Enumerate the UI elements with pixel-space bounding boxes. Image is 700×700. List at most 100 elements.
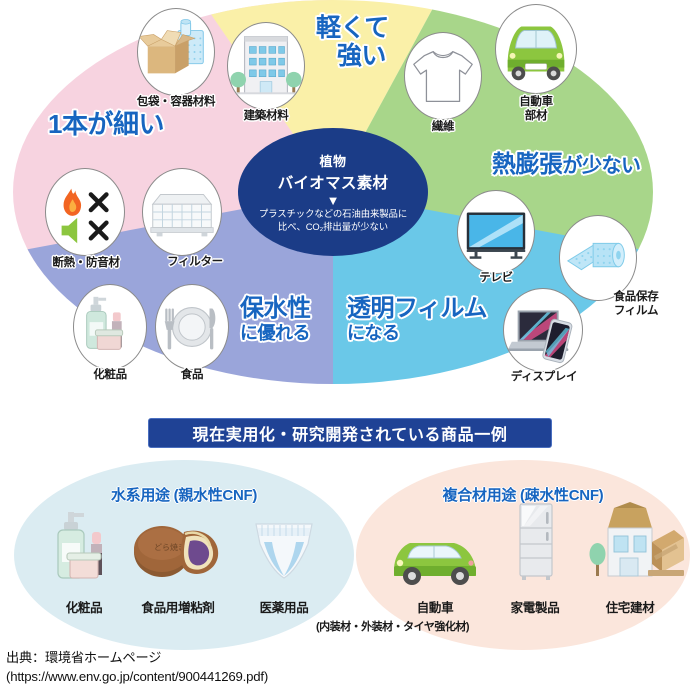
- car-icon: [507, 26, 565, 81]
- bubble-label-food-film: 食品保存 フィルム: [584, 291, 688, 319]
- source-line2: (https://www.env.go.jp/content/900441269…: [6, 669, 269, 685]
- bottom-item-thickener-label-text: 食品用増粘剤: [141, 601, 215, 615]
- bottom-item-medical: 医薬用品: [232, 510, 336, 616]
- bubble-label-auto-line1: 自動車: [519, 96, 553, 108]
- hydrophilic-cnf-group: 水系用途 (親水性CNF) 化粧品: [14, 460, 354, 650]
- tshirt-icon: [413, 51, 473, 102]
- bubble-filter: [142, 168, 222, 256]
- bottom-item-housing-label-text: 住宅建材: [605, 601, 655, 615]
- segment-label-transparent-sub: になる: [347, 322, 400, 343]
- diaper-icon: [255, 523, 313, 579]
- segment-label-strong-text: 強い: [336, 42, 387, 70]
- source-citation: 出典：環境省ホームページ (https://www.env.go.jp/cont…: [6, 648, 268, 686]
- bottom-item-housing: 住宅建材: [574, 498, 686, 616]
- bubble-fiber: [404, 32, 482, 120]
- bubble-label-cosmetics-text: 化粧品: [93, 369, 127, 381]
- source-line1: 出典：環境省ホームページ: [6, 650, 162, 665]
- bubble-label-auto-parts: 自動車 部材: [488, 96, 584, 123]
- bubble-label-building-text: 建築材料: [243, 110, 289, 122]
- building-icon: [229, 36, 303, 95]
- cosmetics-bottles-icon: [57, 512, 102, 579]
- bubble-tv: [457, 190, 535, 274]
- cosmetics-icon: [86, 296, 124, 350]
- bubble-label-insulation: 断熱・防音材: [30, 257, 142, 270]
- bubble-display: [503, 288, 583, 372]
- bubble-building: [227, 22, 305, 110]
- cnf-properties-wheel: 1本が細い 軽くて 強い 熱膨張が少ない 透明フィルム になる 保水性 に優れる…: [13, 0, 688, 384]
- segment-label-thin: 1本が細い: [48, 109, 164, 139]
- refrigerator-icon: [519, 503, 553, 580]
- plastic-wrap-roll-icon: [566, 242, 625, 271]
- bubble-label-display-text: ディスプレイ: [510, 371, 578, 383]
- hydrophobic-cnf-title-text: 複合材用途 (疎水性CNF): [442, 487, 604, 504]
- svg-text:どら焼き: どら焼き: [154, 543, 186, 552]
- bubble-label-display: ディスプレイ: [494, 371, 594, 384]
- hydrophobic-cnf-note: (内装材・外装材・タイヤ強化材): [316, 618, 470, 634]
- segment-label-transparent-text: 透明フィルム: [347, 295, 488, 322]
- bubble-label-food-text: 食品: [180, 369, 204, 381]
- hydrophobic-cnf-group: 複合材用途 (疎水性CNF) 自動車: [356, 460, 690, 650]
- bottom-item-medical-label-text: 医薬用品: [259, 601, 309, 615]
- segment-label-light-strong: 軽くて 強い: [316, 14, 389, 70]
- bottom-item-thickener-label: 食品用増粘剤: [118, 597, 238, 616]
- hydrophobic-cnf-note-text: (内装材・外装材・タイヤ強化材): [316, 621, 470, 633]
- bubble-label-filter-text: フィルター: [167, 256, 223, 268]
- bubble-label-tv: テレビ: [460, 272, 532, 285]
- bubble-label-tv-text: テレビ: [479, 272, 513, 284]
- bottom-item-automobile-label: 自動車: [380, 597, 490, 616]
- bubble-label-cosmetics: 化粧品: [68, 369, 152, 382]
- bottom-item-thickener: どら焼き 食品用増粘剤: [118, 510, 238, 616]
- bubble-label-fiber-text: 繊維: [431, 121, 455, 133]
- segment-label-transparent: 透明フィルム になる: [347, 295, 488, 343]
- hydrophobic-cnf-title: 複合材用途 (疎水性CNF): [356, 484, 690, 505]
- bottom-item-housing-label: 住宅建材: [574, 597, 686, 616]
- section-banner-title: 現在実用化・研究開発されている商品一例: [192, 427, 508, 444]
- segment-label-water-hold: 保水性 に優れる: [240, 295, 311, 343]
- bottom-item-automobile-label-text: 自動車: [416, 601, 454, 615]
- bubble-label-auto-line2: 部材: [524, 109, 548, 122]
- center-note-line2: 比べ、CO₂排出量が少ない: [277, 220, 389, 232]
- bottom-item-appliance-label: 家電製品: [490, 597, 580, 616]
- segment-label-water-text: 保水性: [240, 295, 311, 322]
- section-banner: 現在実用化・研究開発されている商品一例: [148, 418, 552, 448]
- dorayaki-icon: どら焼き: [134, 526, 219, 577]
- center-note-line1: プラスチックなどの石油由来製品に: [258, 207, 408, 219]
- segment-label-thermal-text: 熱膨張: [492, 151, 563, 178]
- bubble-auto-parts: [495, 4, 577, 94]
- television-icon: [466, 212, 526, 259]
- bottom-item-medical-label: 医薬用品: [232, 597, 336, 616]
- cardboard-box-icon: [138, 19, 204, 74]
- bottom-item-cosmetics-label-text: 化粧品: [65, 601, 103, 615]
- bubble-label-packaging: 包袋・容器材料: [112, 96, 240, 109]
- bottom-item-cosmetics: 化粧品: [34, 510, 134, 616]
- bubble-label-foodfilm-line2: フィルム: [613, 304, 659, 317]
- bubble-label-fiber: 繊維: [412, 121, 474, 134]
- plate-cutlery-icon: [164, 306, 216, 350]
- center-line1: 植物: [319, 153, 347, 169]
- laptop-phone-icon: [507, 310, 573, 364]
- bubble-cosmetics: [73, 284, 147, 370]
- segment-label-thermal-sub: が少ない: [562, 155, 642, 177]
- bubble-food-film: [559, 215, 637, 301]
- center-line2: バイオマス素材: [277, 174, 389, 192]
- bubble-label-food: 食品: [156, 369, 228, 382]
- house-lumber-icon: [589, 502, 684, 577]
- bubble-label-building: 建築材料: [211, 110, 321, 123]
- bottom-item-automobile: 自動車: [380, 516, 490, 616]
- segment-label-water-sub: に優れる: [240, 322, 310, 343]
- fire-sound-blocked-icon: [61, 188, 109, 244]
- down-arrow-icon: ▼: [326, 192, 340, 208]
- bubble-label-packaging-text: 包袋・容器材料: [136, 96, 216, 108]
- segment-label-thin-text: 1本が細い: [48, 109, 164, 139]
- bubble-label-foodfilm-line1: 食品保存: [613, 291, 659, 303]
- segment-label-light-text: 軽くて: [316, 14, 389, 42]
- center-biomass-ellipse: 植物 バイオマス素材 ▼ プラスチックなどの石油由来製品に 比べ、CO₂排出量が…: [238, 128, 428, 256]
- hydrophilic-cnf-title: 水系用途 (親水性CNF): [14, 484, 354, 505]
- hydrophilic-cnf-title-text: 水系用途 (親水性CNF): [110, 487, 258, 504]
- bottom-item-cosmetics-label: 化粧品: [34, 597, 134, 616]
- bubble-insulation: [45, 168, 125, 256]
- green-car-icon: [394, 543, 476, 585]
- bottom-item-appliance: 家電製品: [490, 498, 580, 616]
- bubble-label-insulation-text: 断熱・防音材: [52, 257, 120, 269]
